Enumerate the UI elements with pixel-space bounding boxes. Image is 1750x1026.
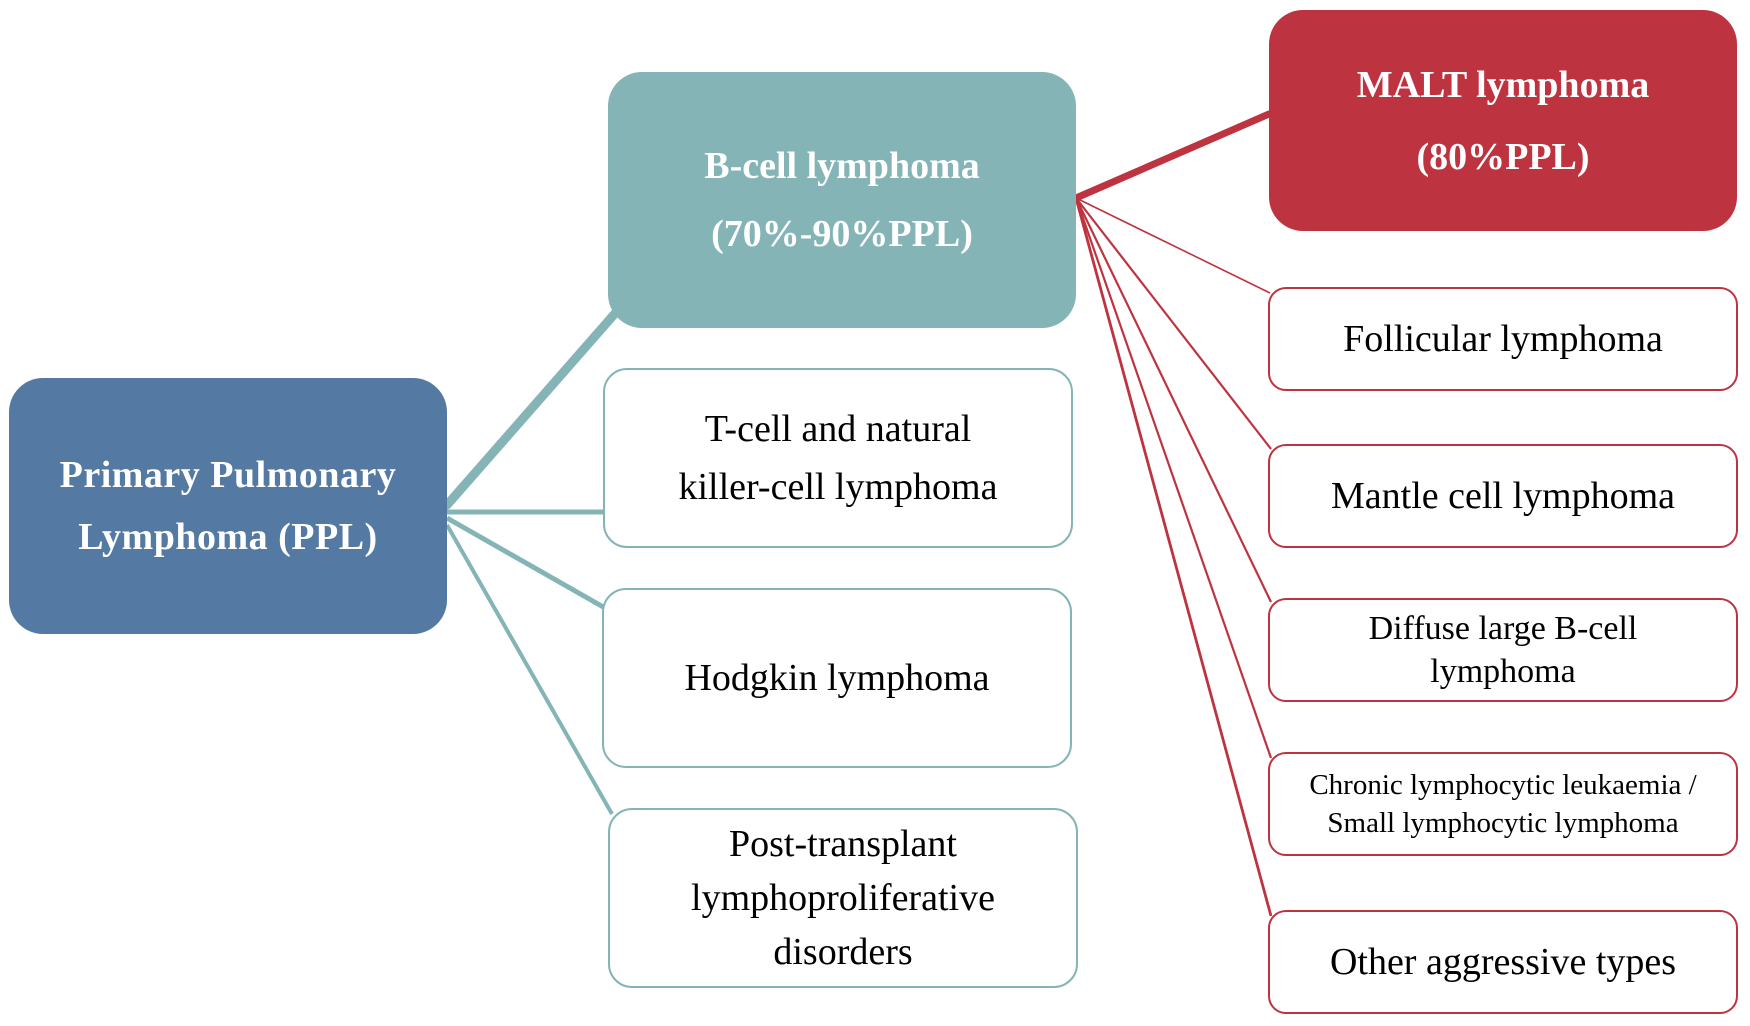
connector-root-bcell	[442, 305, 623, 510]
node-follicular-lymphoma: Follicular lymphoma	[1268, 287, 1738, 391]
node-post-transplant-disorders: Post-transplant lymphoproliferative diso…	[608, 808, 1078, 988]
node-label-line: T-cell and natural	[704, 408, 972, 450]
node-label-line: Small lymphocytic lymphoma	[1327, 807, 1679, 839]
node-label-line: Diffuse large B-cell	[1368, 610, 1638, 647]
node-label-line: lymphoma	[1430, 653, 1576, 690]
connector-bcell-mantle	[1075, 197, 1272, 450]
node-label-line: lymphoproliferative	[691, 877, 995, 919]
node-hodgkin-lymphoma: Hodgkin lymphoma	[602, 588, 1072, 768]
node-t-cell-nk-lymphoma: T-cell and natural killer-cell lymphoma	[603, 368, 1073, 548]
node-label-line: (80%PPL)	[1416, 135, 1590, 178]
node-label-line: Other aggressive types	[1329, 941, 1677, 983]
connector-bcell-dlbcl	[1075, 197, 1272, 603]
connector-bcell-malt	[1072, 110, 1273, 202]
node-label-line: Post-transplant	[729, 823, 957, 865]
node-label-line: Chronic lymphocytic leukaemia /	[1309, 769, 1697, 801]
node-label-line: Primary Pulmonary	[59, 454, 397, 496]
node-label-line: MALT lymphoma	[1356, 63, 1650, 106]
node-primary-pulmonary-lymphoma: Primary Pulmonary Lymphoma (PPL)	[9, 378, 447, 634]
node-label-line: B-cell lymphoma	[704, 145, 980, 187]
connector-root-hodgkin	[445, 515, 607, 611]
node-mantle-cell-lymphoma: Mantle cell lymphoma	[1268, 444, 1738, 548]
connector-bcell-other	[1074, 197, 1273, 917]
node-cll-sll: Chronic lymphocytic leukaemia / Small ly…	[1268, 752, 1738, 856]
node-other-aggressive-types: Other aggressive types	[1268, 910, 1738, 1014]
node-label-line: killer-cell lymphoma	[678, 466, 998, 508]
connector-bcell-cll	[1074, 197, 1273, 759]
node-b-cell-lymphoma: B-cell lymphoma (70%-90%PPL)	[608, 72, 1076, 328]
node-malt-lymphoma: MALT lymphoma (80%PPL)	[1269, 10, 1737, 231]
node-diffuse-large-b-cell-lymphoma: Diffuse large B-cell lymphoma	[1268, 598, 1738, 702]
node-label-line: Hodgkin lymphoma	[684, 657, 990, 699]
node-label-line: Lymphoma (PPL)	[78, 516, 378, 558]
node-label-line: Mantle cell lymphoma	[1330, 475, 1676, 517]
node-label-line: Follicular lymphoma	[1343, 318, 1663, 360]
node-label-line: (70%-90%PPL)	[711, 213, 973, 255]
connector-bcell-follicular	[1075, 197, 1271, 294]
connector-root-ptld	[445, 524, 614, 815]
node-label-line: disorders	[773, 931, 913, 973]
